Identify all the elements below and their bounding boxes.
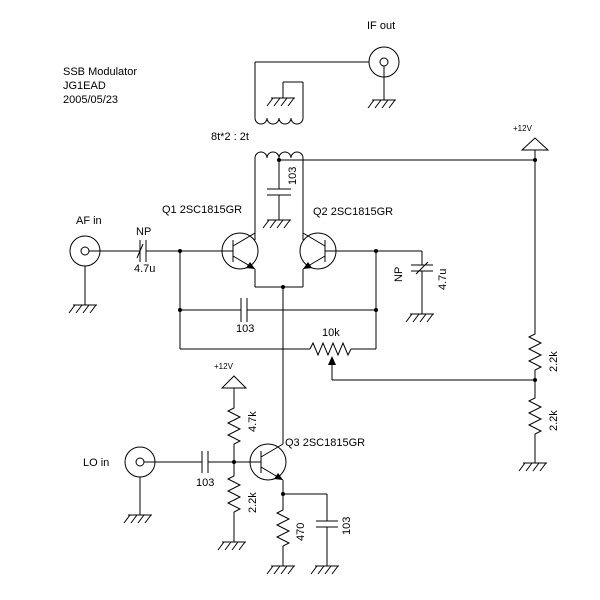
q2-label: Q2 2SC1815GR [313,206,393,218]
bias-resistor-bottom-value: 2.2k [247,492,259,513]
transistor-q3 [249,440,287,494]
bias-resistor-top-value: 4.7k [247,411,259,432]
power-symbol-top [520,137,550,330]
junction-dot [374,308,378,312]
lo-in-connector [123,446,202,524]
voltage-divider [518,330,547,472]
power-label-top: +12V [513,124,533,133]
divider-bottom-value: 2.2k [548,410,560,431]
af-capacitor-np: NP [136,226,151,238]
q2-base-network [336,250,434,323]
bias-resistor-bottom [217,462,246,551]
divider-top-value: 2.2k [548,351,560,372]
transformer-primary [254,151,535,240]
transformer-secondary [254,81,304,125]
q1-label: Q1 2SC1815GR [162,204,242,216]
junction-dot [281,492,285,496]
base-capacitor-value: 103 [236,323,254,335]
af-in-label: AF in [76,215,102,227]
if-out-label: IF out [367,20,395,32]
junction-dot [533,378,537,382]
q3-emitter-capacitor-value: 103 [341,517,353,535]
title-line-2: JG1EAD [63,80,106,92]
lo-in-label: LO in [83,457,109,469]
title-line-3: 2005/05/23 [63,94,118,106]
title-line-1: SSB Modulator [63,66,137,78]
power-symbol-bias [220,375,248,462]
q3-label: Q3 2SC1815GR [285,437,365,449]
title-block: SSB Modulator JG1EAD 2005/05/23 [63,66,137,106]
q3-emitter-resistor-value: 470 [295,523,307,541]
af-in-connector [68,235,140,314]
output-capacitor-np: NP [393,267,405,282]
output-capacitor-value: 4.7u [437,269,449,290]
lo-capacitor-value: 103 [196,477,214,489]
af-input-capacitor [136,240,222,262]
q3-emitter-network [266,493,339,575]
junction-dot [178,308,182,312]
transistor-q1 [221,232,259,287]
tank-capacitor-value: 103 [287,167,299,185]
if-out-connector [254,46,400,118]
af-capacitor-value: 4.7u [134,263,155,275]
power-label-bias: +12V [214,362,234,371]
tank-capacitor [262,160,291,229]
base-bias-network [179,251,535,381]
lo-coupling-capacitor [201,451,250,473]
potentiometer-value: 10k [322,327,340,339]
transistor-q2 [299,232,337,287]
transformer-ratio-label: 8t*2 : 2t [211,131,249,143]
